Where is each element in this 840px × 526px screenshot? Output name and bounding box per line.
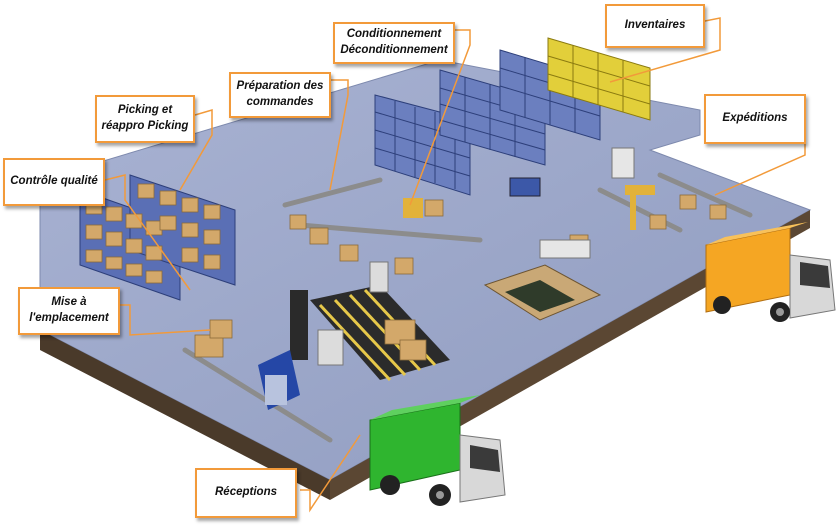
callout-leader-lines — [104, 17, 806, 513]
callout-receptions: Réceptions — [195, 468, 297, 518]
callout-inventaires: Inventaires — [605, 4, 705, 48]
truck-green — [369, 395, 506, 506]
callout-controle: Contrôle qualité — [3, 158, 105, 206]
callout-picking: Picking et réappro Picking — [95, 95, 195, 143]
truck-orange — [705, 222, 836, 322]
blue-racks-center — [374, 49, 601, 196]
yellow-racks — [547, 37, 651, 121]
callout-conditionnement: Conditionnement Déconditionnement — [333, 22, 455, 64]
callout-preparation: Préparation des commandes — [229, 72, 331, 118]
callout-mise: Mise à l'emplacement — [18, 287, 120, 335]
control-table — [483, 264, 602, 321]
machines — [258, 147, 655, 410]
callout-expeditions: Expéditions — [704, 94, 806, 144]
conveyors — [182, 172, 753, 443]
blue-racks-left — [79, 174, 236, 301]
